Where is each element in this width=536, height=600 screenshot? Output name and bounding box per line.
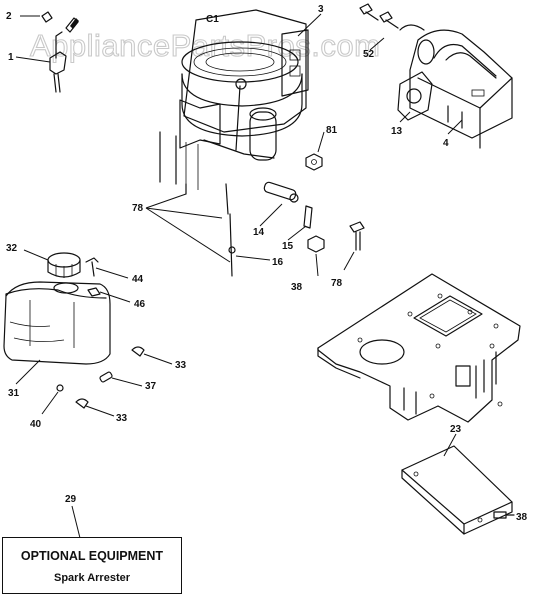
label-part-14: 14 bbox=[253, 227, 265, 238]
link-part bbox=[303, 205, 313, 229]
label-part-40: 40 bbox=[30, 419, 42, 430]
cap-nut-part bbox=[307, 235, 325, 253]
optional-equipment-box: OPTIONAL EQUIPMENT Spark Arrester bbox=[2, 537, 182, 594]
label-part-31: 31 bbox=[8, 388, 20, 399]
fuel-line-part bbox=[99, 371, 113, 383]
label-part-23: 23 bbox=[450, 424, 462, 435]
bolts-part bbox=[359, 3, 399, 29]
label-part-38a: 38 bbox=[291, 282, 303, 293]
engine-mount-plate-part bbox=[317, 273, 521, 423]
label-part-29: 29 bbox=[65, 494, 77, 505]
label-part-3: 3 bbox=[318, 4, 324, 15]
muffler-part bbox=[399, 24, 513, 149]
nut-part bbox=[305, 153, 323, 171]
spacer-tube-part bbox=[263, 181, 299, 203]
label-part-44: 44 bbox=[132, 274, 144, 285]
label-part-32: 32 bbox=[6, 243, 18, 254]
label-part-38b: 38 bbox=[516, 512, 528, 523]
label-part-2: 2 bbox=[6, 11, 12, 22]
engine-mark: C1 bbox=[206, 14, 219, 25]
throttle-bracket-part bbox=[41, 11, 79, 93]
label-part-1: 1 bbox=[8, 52, 14, 63]
clamps-part bbox=[85, 257, 101, 297]
label-part-52: 52 bbox=[363, 49, 375, 60]
label-part-4: 4 bbox=[443, 138, 449, 149]
label-part-13: 13 bbox=[391, 126, 403, 137]
screw-part bbox=[493, 511, 515, 519]
label-part-33b: 33 bbox=[116, 413, 128, 424]
fuel-tank-part bbox=[3, 281, 111, 365]
label-part-78b: 78 bbox=[331, 278, 343, 289]
hose-clamp-part bbox=[75, 346, 145, 409]
label-part-15: 15 bbox=[282, 241, 294, 252]
fuel-cap-part bbox=[47, 252, 81, 278]
engine-part bbox=[159, 9, 309, 192]
label-part-78a: 78 bbox=[132, 203, 144, 214]
bolt-part bbox=[349, 221, 365, 251]
label-part-46: 46 bbox=[134, 299, 146, 310]
gasket-part bbox=[397, 71, 433, 121]
spark-arrester-label: Spark Arrester bbox=[53, 572, 131, 584]
label-part-37: 37 bbox=[145, 381, 157, 392]
rods-part bbox=[185, 183, 236, 277]
heat-shield-part bbox=[401, 445, 513, 535]
label-part-16: 16 bbox=[272, 257, 284, 268]
grommet-part bbox=[56, 384, 64, 392]
optional-equipment-title: OPTIONAL EQUIPMENT bbox=[20, 549, 164, 563]
label-part-81: 81 bbox=[326, 125, 338, 136]
label-part-33a: 33 bbox=[175, 360, 187, 371]
